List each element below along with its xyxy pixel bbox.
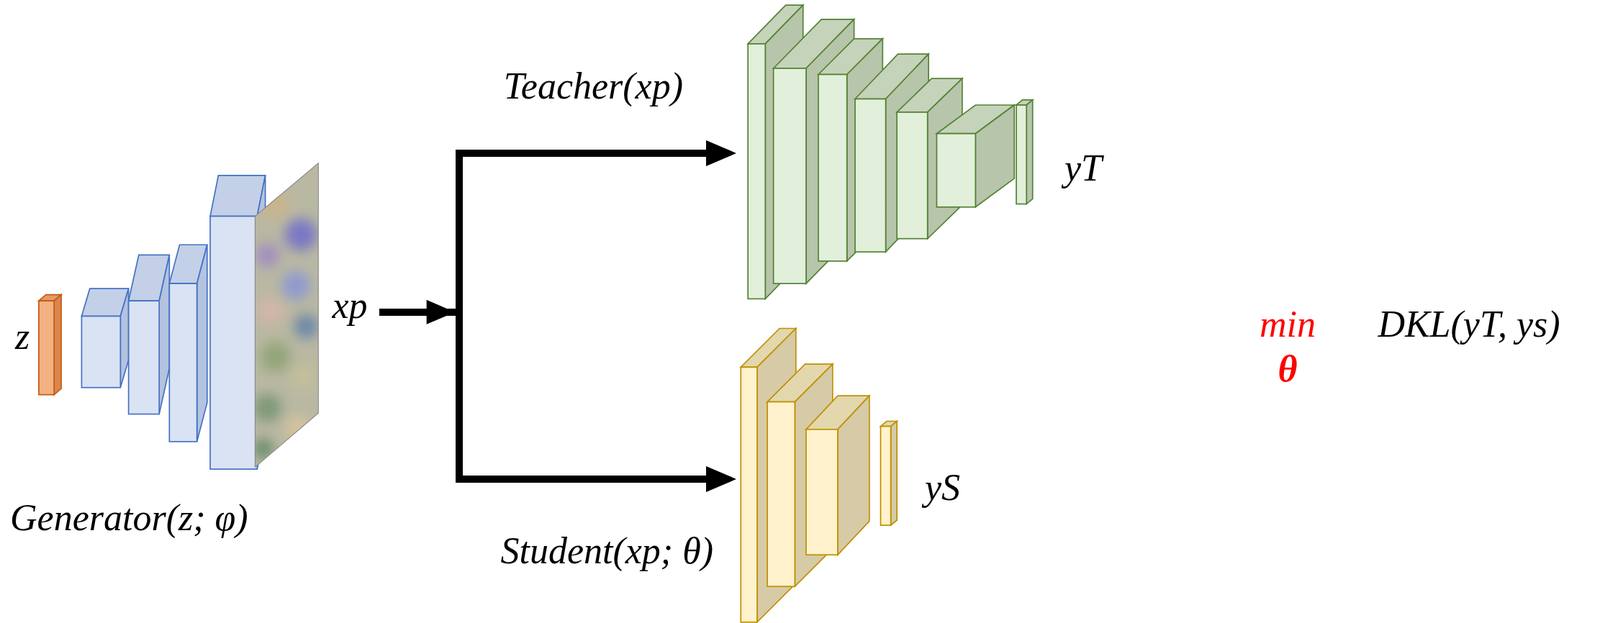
output-name: yS: [924, 465, 961, 511]
objective-term: DKL(yT, ys): [1377, 302, 1560, 347]
objective-term: min: [1259, 302, 1316, 347]
network-block: Generator(z; φ): [5, 158, 380, 548]
objective-term: θ: [1278, 346, 1298, 392]
generator-layers: [81, 175, 265, 470]
network-name: Teacher(xp): [503, 64, 684, 109]
variable-name: z: [15, 314, 30, 360]
network-block: Student(xp; θ)yS: [734, 325, 987, 622]
output-name: yT: [1064, 146, 1102, 191]
data-flow-arrow: [379, 153, 707, 313]
network-block: Teacher(xp)yT: [734, 3, 1124, 303]
student-layers: [740, 328, 897, 622]
latent-vector: [38, 295, 62, 396]
variable-name: xp: [331, 283, 368, 329]
network-name: Generator(z; φ): [10, 495, 249, 541]
data-flow-arrow: [379, 312, 707, 480]
teacher-layers: [747, 5, 1033, 299]
network-name: Student(xp; θ): [500, 529, 714, 574]
generated-image: [244, 153, 327, 481]
